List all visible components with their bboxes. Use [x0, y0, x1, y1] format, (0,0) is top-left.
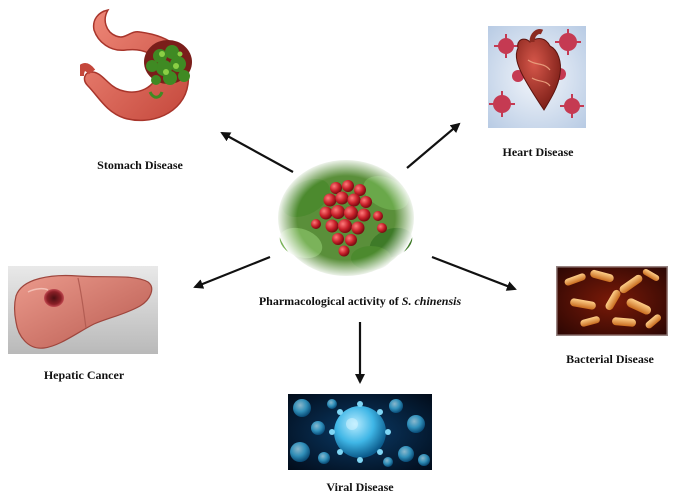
liver-label: Hepatic Cancer — [43, 368, 125, 382]
virus-image — [288, 394, 432, 470]
heart-label: Heart Disease — [502, 145, 574, 159]
arrow-to-heart — [406, 122, 461, 169]
virus-label: Viral Disease — [326, 480, 394, 494]
center-title: Pharmacological activity of S. chinensis — [232, 294, 488, 309]
center-title-prefix: Pharmacological activity of — [258, 294, 402, 308]
bacteria-image — [556, 266, 668, 336]
stomach-image — [80, 6, 206, 130]
schisandra-berries-image — [276, 158, 416, 278]
heart-image — [488, 26, 586, 128]
liver-image — [8, 266, 158, 354]
bacteria-label: Bacterial Disease — [566, 352, 654, 366]
arrow-to-stomach — [220, 132, 294, 173]
arrow-to-bacteria — [431, 255, 517, 291]
stomach-label: Stomach Disease — [97, 158, 183, 172]
arrow-to-liver — [193, 255, 271, 289]
center-title-species: S. chinensis — [401, 294, 462, 308]
